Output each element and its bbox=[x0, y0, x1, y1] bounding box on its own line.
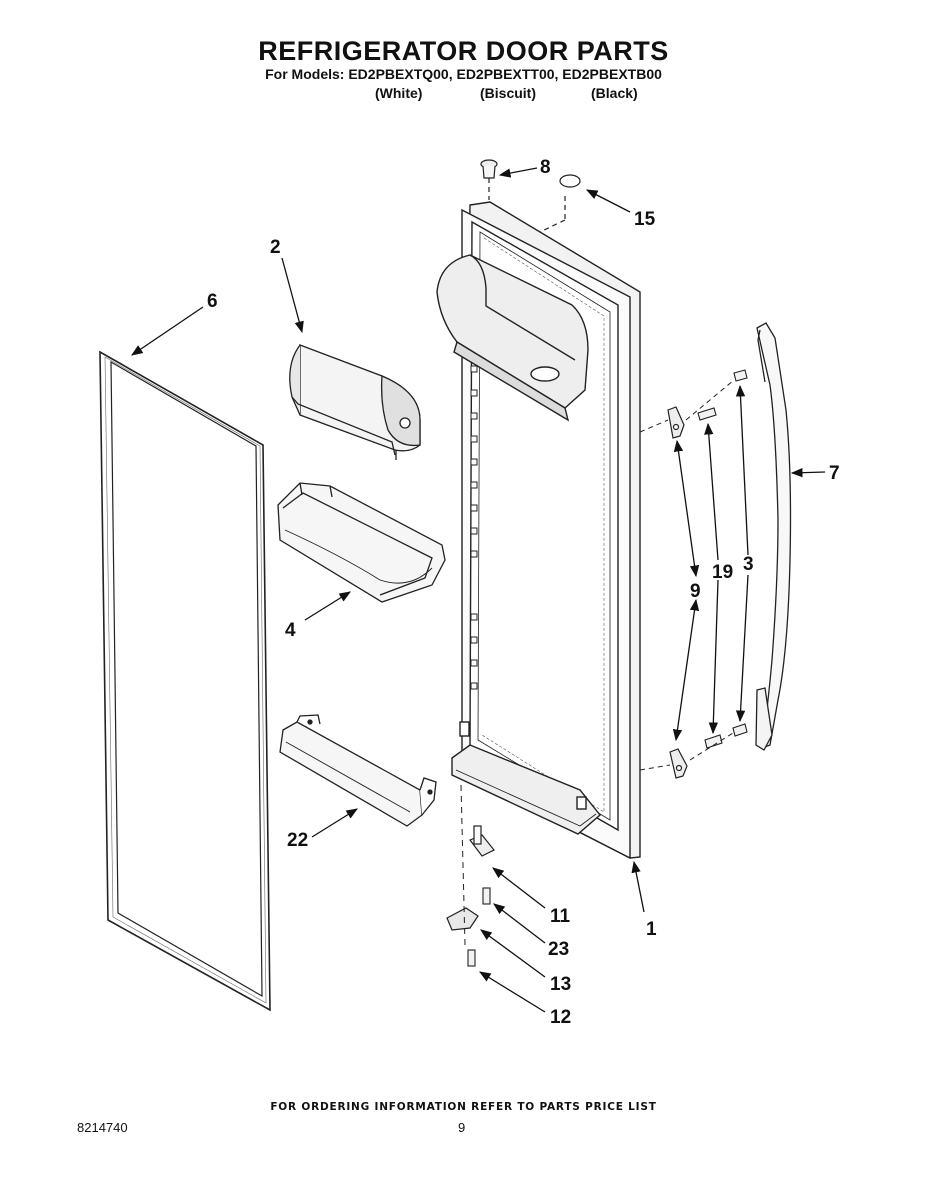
handle-bracket-upper-part bbox=[667, 406, 685, 439]
door-handle-part bbox=[755, 322, 792, 751]
callout-9: 9 bbox=[690, 581, 701, 602]
handle-bracket-lower-part bbox=[669, 748, 688, 779]
document-number: 8214740 bbox=[77, 1120, 128, 1135]
page-number: 9 bbox=[458, 1120, 466, 1135]
color-label-white: (White) bbox=[375, 85, 423, 101]
page-title: REFRIGERATOR DOOR PARTS bbox=[258, 36, 669, 66]
door-bin-part bbox=[277, 482, 446, 603]
handle-centerlines bbox=[639, 379, 735, 771]
callout-11: 11 bbox=[550, 906, 571, 927]
callout-12: 12 bbox=[550, 1007, 571, 1028]
shelf-rail-part bbox=[279, 714, 437, 827]
bracket-screw-part bbox=[467, 949, 476, 967]
callout-2: 2 bbox=[270, 237, 281, 258]
callout-4: 4 bbox=[285, 620, 296, 641]
callout-23: 23 bbox=[548, 939, 569, 960]
color-label-black: (Black) bbox=[591, 85, 638, 101]
hinge-bracket-part bbox=[446, 907, 479, 931]
handle-screw-lower-part bbox=[704, 723, 748, 749]
callout-22: 22 bbox=[287, 830, 308, 851]
lower-hinge-part bbox=[469, 825, 495, 857]
door-gasket-part bbox=[99, 350, 271, 1012]
models-line: For Models: ED2PBEXTQ00, ED2PBEXTT00, ED… bbox=[265, 66, 662, 82]
door-plug-part bbox=[539, 174, 581, 233]
callout-7: 7 bbox=[829, 463, 840, 484]
hinge-centerline bbox=[460, 784, 466, 946]
door-assembly-part bbox=[436, 201, 641, 860]
callout-13: 13 bbox=[550, 974, 571, 995]
callout-1: 1 bbox=[646, 919, 657, 940]
hinge-screw-part bbox=[482, 887, 491, 905]
leader-arrows bbox=[131, 167, 826, 1013]
ordering-note: FOR ORDERING INFORMATION REFER TO PARTS … bbox=[270, 1101, 657, 1113]
callout-3: 3 bbox=[743, 554, 754, 575]
hinge-bushing-part bbox=[480, 159, 498, 200]
callout-8: 8 bbox=[540, 157, 551, 178]
callout-19: 19 bbox=[712, 562, 733, 583]
handle-screw-upper-part bbox=[697, 369, 748, 421]
callout-15: 15 bbox=[634, 209, 656, 230]
callout-6: 6 bbox=[207, 291, 218, 312]
dairy-compartment-door-part bbox=[289, 344, 421, 460]
color-label-biscuit: (Biscuit) bbox=[480, 85, 536, 101]
